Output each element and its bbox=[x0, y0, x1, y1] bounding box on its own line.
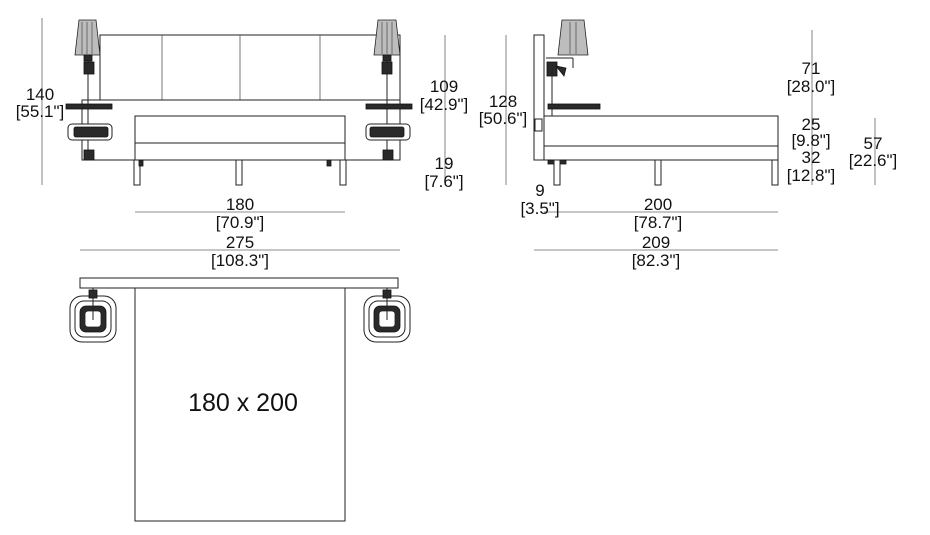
plan-headboard bbox=[79, 277, 399, 289]
headboard-depth-inch-label: [3.5"] bbox=[520, 199, 559, 218]
side-shelf bbox=[547, 103, 601, 110]
seat-height-label: 57 bbox=[864, 134, 883, 153]
left-shelf bbox=[65, 103, 113, 110]
leg-height-label: 19 bbox=[435, 154, 454, 173]
plan-left-nightstand bbox=[69, 288, 117, 343]
base-height-label: 32 bbox=[802, 148, 821, 167]
total-height-inch-label: [55.1"] bbox=[16, 102, 65, 121]
front-mattress bbox=[134, 115, 346, 144]
headboard-height-label: 109 bbox=[430, 77, 458, 96]
left-nightstand bbox=[65, 103, 113, 161]
upper-height-inch-label: [28.0"] bbox=[787, 77, 836, 96]
overall-length-inch-label: [82.3"] bbox=[632, 251, 681, 270]
total-height-label: 140 bbox=[26, 85, 54, 104]
base-height-inch-label: [12.8"] bbox=[787, 166, 836, 185]
plan-mattress bbox=[134, 287, 346, 522]
front-bed-base bbox=[134, 142, 346, 161]
upper-height-label: 71 bbox=[802, 59, 821, 78]
leg bbox=[133, 159, 141, 186]
leg bbox=[235, 159, 243, 186]
mattress-width-inch-label: [70.9"] bbox=[216, 213, 265, 232]
mattress-width-label: 180 bbox=[226, 195, 254, 214]
leg bbox=[339, 159, 347, 186]
side-mattress bbox=[543, 115, 779, 147]
mattress-height-label: 25 bbox=[802, 115, 821, 134]
front-view: 140 [55.1"] 109 [42.9"] 19 [7.6"] 180 [7… bbox=[16, 18, 469, 270]
headboard-height-inch-label: [42.9"] bbox=[420, 95, 469, 114]
mattress-length-inch-label: [78.7"] bbox=[634, 213, 683, 232]
plan-view: 180 x 200 bbox=[69, 277, 411, 522]
leg bbox=[553, 159, 561, 186]
lamp-shade-icon bbox=[557, 19, 589, 56]
leg-height-inch-label: [7.6"] bbox=[424, 172, 463, 191]
right-lamp bbox=[373, 19, 401, 150]
mattress-length-label: 200 bbox=[644, 195, 672, 214]
leg bbox=[771, 159, 779, 186]
headboard-panel bbox=[99, 34, 401, 101]
mattress-height-inch-label: [9.8"] bbox=[791, 131, 830, 150]
bed-size-label: 180 x 200 bbox=[188, 389, 298, 417]
headboard-depth-label: 9 bbox=[535, 181, 544, 200]
side-total-height-label: 128 bbox=[489, 92, 517, 111]
plan-right-nightstand bbox=[363, 288, 411, 343]
seat-height-inch-label: [22.6"] bbox=[849, 151, 898, 170]
side-headboard bbox=[533, 34, 545, 161]
overall-width-label: 275 bbox=[226, 233, 254, 252]
side-bed-base bbox=[543, 145, 779, 161]
lamp-shade-icon bbox=[74, 19, 101, 56]
overall-length-label: 209 bbox=[642, 233, 670, 252]
side-view: 128 [50.6"] 71 [28.0"] 25 [9.8"] 32 [12.… bbox=[479, 19, 898, 270]
leg bbox=[654, 159, 662, 186]
side-total-height-inch-label: [50.6"] bbox=[479, 109, 528, 128]
right-shelf bbox=[365, 103, 413, 110]
overall-width-inch-label: [108.3"] bbox=[211, 251, 269, 270]
right-nightstand bbox=[365, 103, 413, 161]
